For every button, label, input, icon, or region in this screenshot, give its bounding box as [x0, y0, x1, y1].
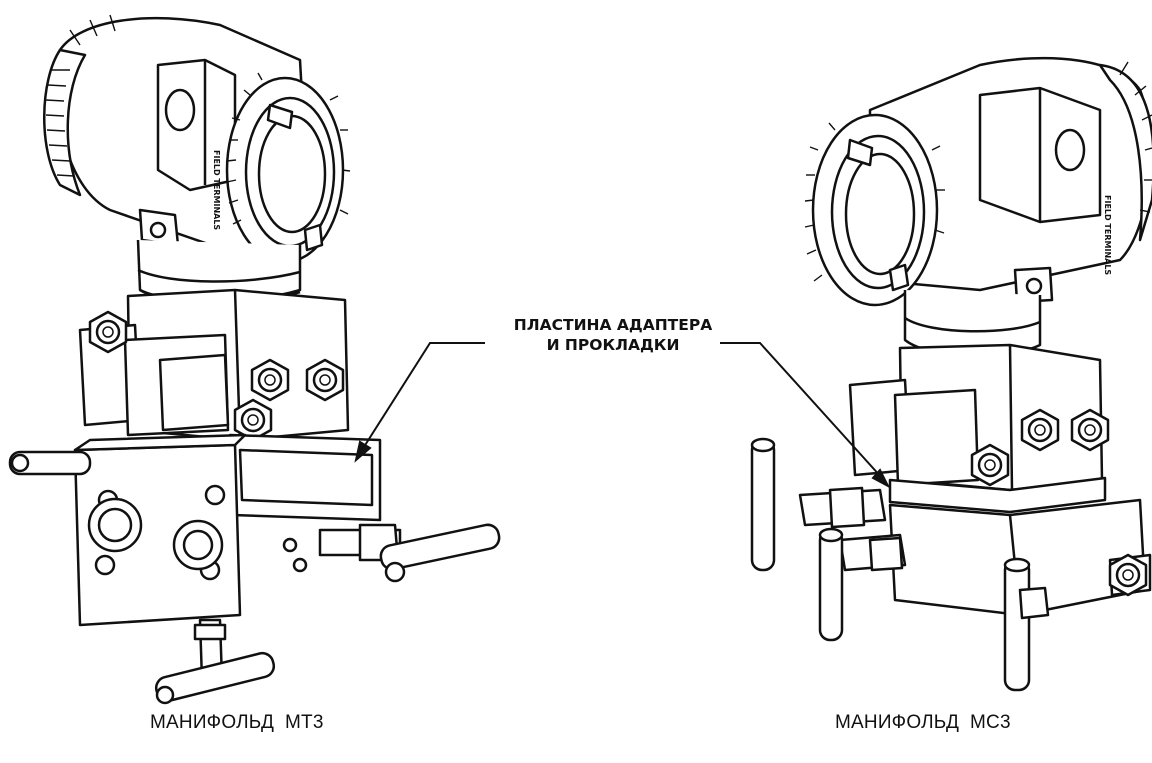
right-handle-vertical-1: [750, 438, 776, 572]
callout-leaders: [354, 342, 891, 489]
right-conduit-port: [1054, 128, 1086, 172]
left-transmitter: FIELD TERMINALS: [8, 14, 501, 705]
callout-line-1: ПЛАСТИНА АДАПТЕРА: [513, 316, 713, 334]
left-handle-left: [8, 450, 92, 476]
callout-line-2: И ПРОКЛАДКИ: [546, 336, 680, 354]
left-housing-label: FIELD TERMINALS: [212, 150, 221, 230]
right-adapter-plate: [888, 476, 1107, 514]
right-back-cover: [1098, 63, 1152, 242]
left-conduit-port: [164, 88, 196, 132]
caption-manifold-mc3: МАНИФОЛЬД МС3: [835, 712, 1011, 733]
right-transmitter: FIELD TERMINALS: [750, 56, 1152, 692]
left-back-cover: [43, 48, 87, 197]
right-handle-vertical-3: [1003, 558, 1031, 692]
left-handle-right: [379, 523, 501, 571]
right-housing-label: FIELD TERMINALS: [1103, 195, 1112, 275]
right-handle-vertical-2: [818, 528, 844, 642]
caption-manifold-mt3: МАНИФОЛЬД МТ3: [150, 712, 324, 733]
adapter-plate-callout: ПЛАСТИНА АДАПТЕРА И ПРОКЛАДКИ: [478, 315, 748, 355]
